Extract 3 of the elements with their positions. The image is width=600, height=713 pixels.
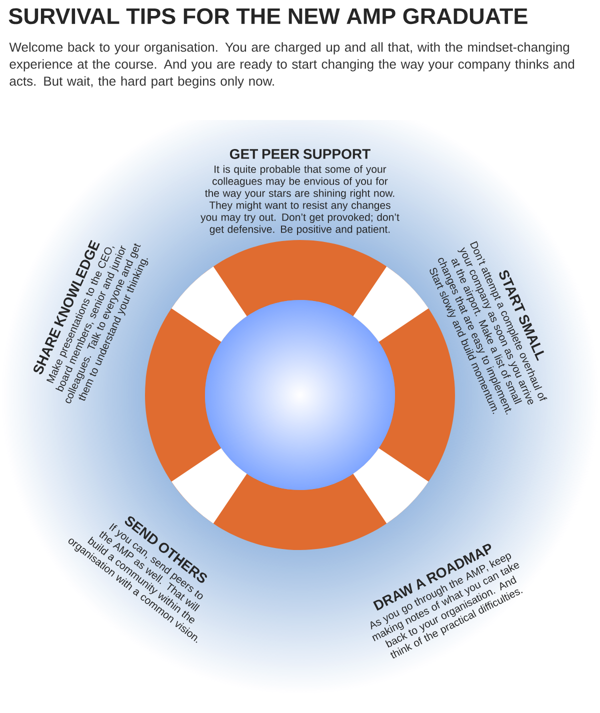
tip-text: GET PEER SUPPORT It is quite probable that some of your colleagues may be envious of you for the way your stars are shining right now. They might want to resist any changes you may try out. Don’t get provoked; don’t get defensive. Be positive and patient.	[200, 149, 400, 235]
intro-text: Welcome back to your organisation. You are charged up and all that, with the mindset-changing experience at the course. And you are ready to start changing the way your company thinks and acts. But wait, the hard part begins only now.	[9, 42, 574, 88]
title: SURVIVAL TIPS FOR THE NEW AMP GRADUATE	[8, 8, 528, 24]
